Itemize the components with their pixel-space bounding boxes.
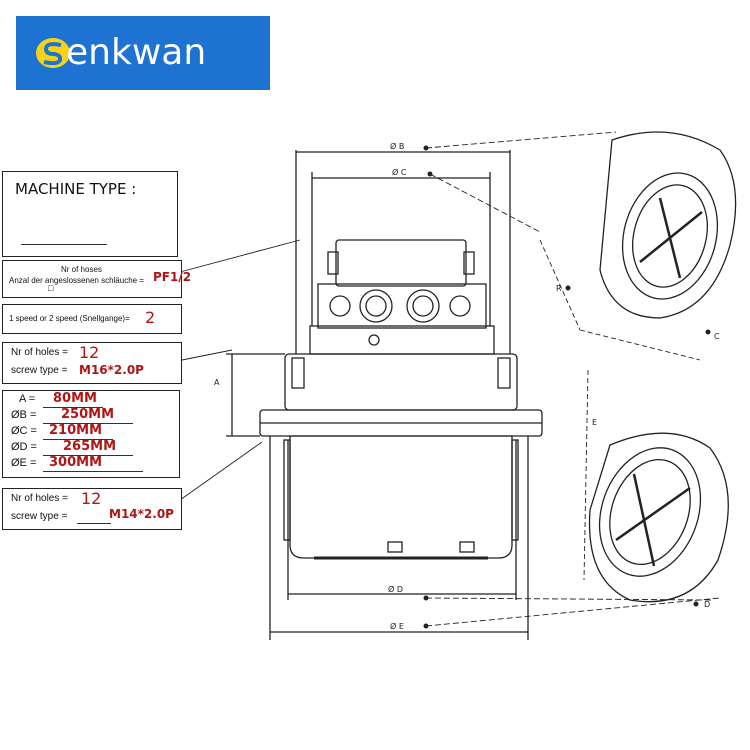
holes-bottom-value: 12 bbox=[81, 489, 102, 508]
checkbox-icon: □ bbox=[48, 283, 54, 293]
port-block bbox=[317, 283, 487, 329]
sprocket-view bbox=[588, 432, 729, 603]
brand-name: enkwan bbox=[66, 32, 207, 73]
lower-housing bbox=[289, 435, 513, 559]
label-dia-d: Ø D bbox=[388, 585, 403, 594]
label-d2: D bbox=[704, 600, 711, 609]
hoses-value: PF1/2 bbox=[153, 270, 192, 284]
machine-type-box: MACHINE TYPE : bbox=[2, 171, 178, 257]
label-dia-e: Ø E bbox=[390, 622, 404, 631]
label-r: R bbox=[556, 284, 562, 293]
ring-view-top bbox=[599, 131, 737, 319]
speed-label: 1 speed or 2 speed (Snellgange)= bbox=[9, 314, 130, 323]
speed-value: 2 bbox=[145, 308, 156, 327]
dim-c-label: ØC = bbox=[11, 425, 37, 437]
label-a: A bbox=[214, 378, 220, 387]
brand-logo: enkwan bbox=[16, 16, 270, 90]
dim-b-value: 250MM bbox=[61, 407, 115, 422]
label-dia-c: Ø C bbox=[392, 168, 407, 177]
screw-bottom-value: M14*2.0P bbox=[109, 507, 174, 521]
screw-top-label: screw type = bbox=[11, 365, 68, 376]
dim-e-value: 300MM bbox=[49, 455, 103, 470]
label-c2: C bbox=[714, 332, 720, 341]
screw-top-value: M16*2.0P bbox=[79, 363, 144, 377]
hoses-sub: Anzal der angeslossenen schläuche = bbox=[9, 276, 144, 285]
holes-top-label: Nr of holes = bbox=[11, 347, 68, 358]
dim-c-value: 210MM bbox=[49, 423, 103, 438]
upper-flange bbox=[284, 353, 518, 411]
label-e2: E bbox=[592, 418, 598, 427]
valve-block bbox=[335, 239, 467, 287]
hoses-title: Nr of hoses bbox=[61, 265, 102, 274]
hoses-box: Nr of hoses Anzal der angeslossenen schl… bbox=[2, 260, 191, 298]
dim-a-value: 80MM bbox=[53, 391, 97, 406]
holes-bottom-box: Nr of holes = 12 screw type = M14*2.0P bbox=[2, 488, 182, 530]
dim-e-label: ØE = bbox=[11, 457, 37, 469]
dimensions-box: A = 80MM ØB = 250MM ØC = 210MM ØD = 265M… bbox=[2, 390, 180, 478]
dim-d-label: ØD = bbox=[11, 441, 37, 453]
dim-a-label: A = bbox=[19, 393, 36, 405]
dim-d-value: 265MM bbox=[63, 439, 117, 454]
holes-top-value: 12 bbox=[79, 343, 100, 362]
logo-s-mark bbox=[36, 38, 70, 68]
speed-box: 1 speed or 2 speed (Snellgange)= 2 bbox=[2, 304, 182, 334]
dim-b-label: ØB = bbox=[11, 409, 37, 421]
machine-type-label: MACHINE TYPE : bbox=[15, 180, 137, 198]
holes-bottom-label: Nr of holes = bbox=[11, 493, 68, 504]
holes-top-box: Nr of holes = 12 screw type = M16*2.0P bbox=[2, 342, 182, 384]
label-dia-b: Ø B bbox=[390, 142, 405, 151]
screw-bottom-label: screw type = bbox=[11, 511, 68, 522]
